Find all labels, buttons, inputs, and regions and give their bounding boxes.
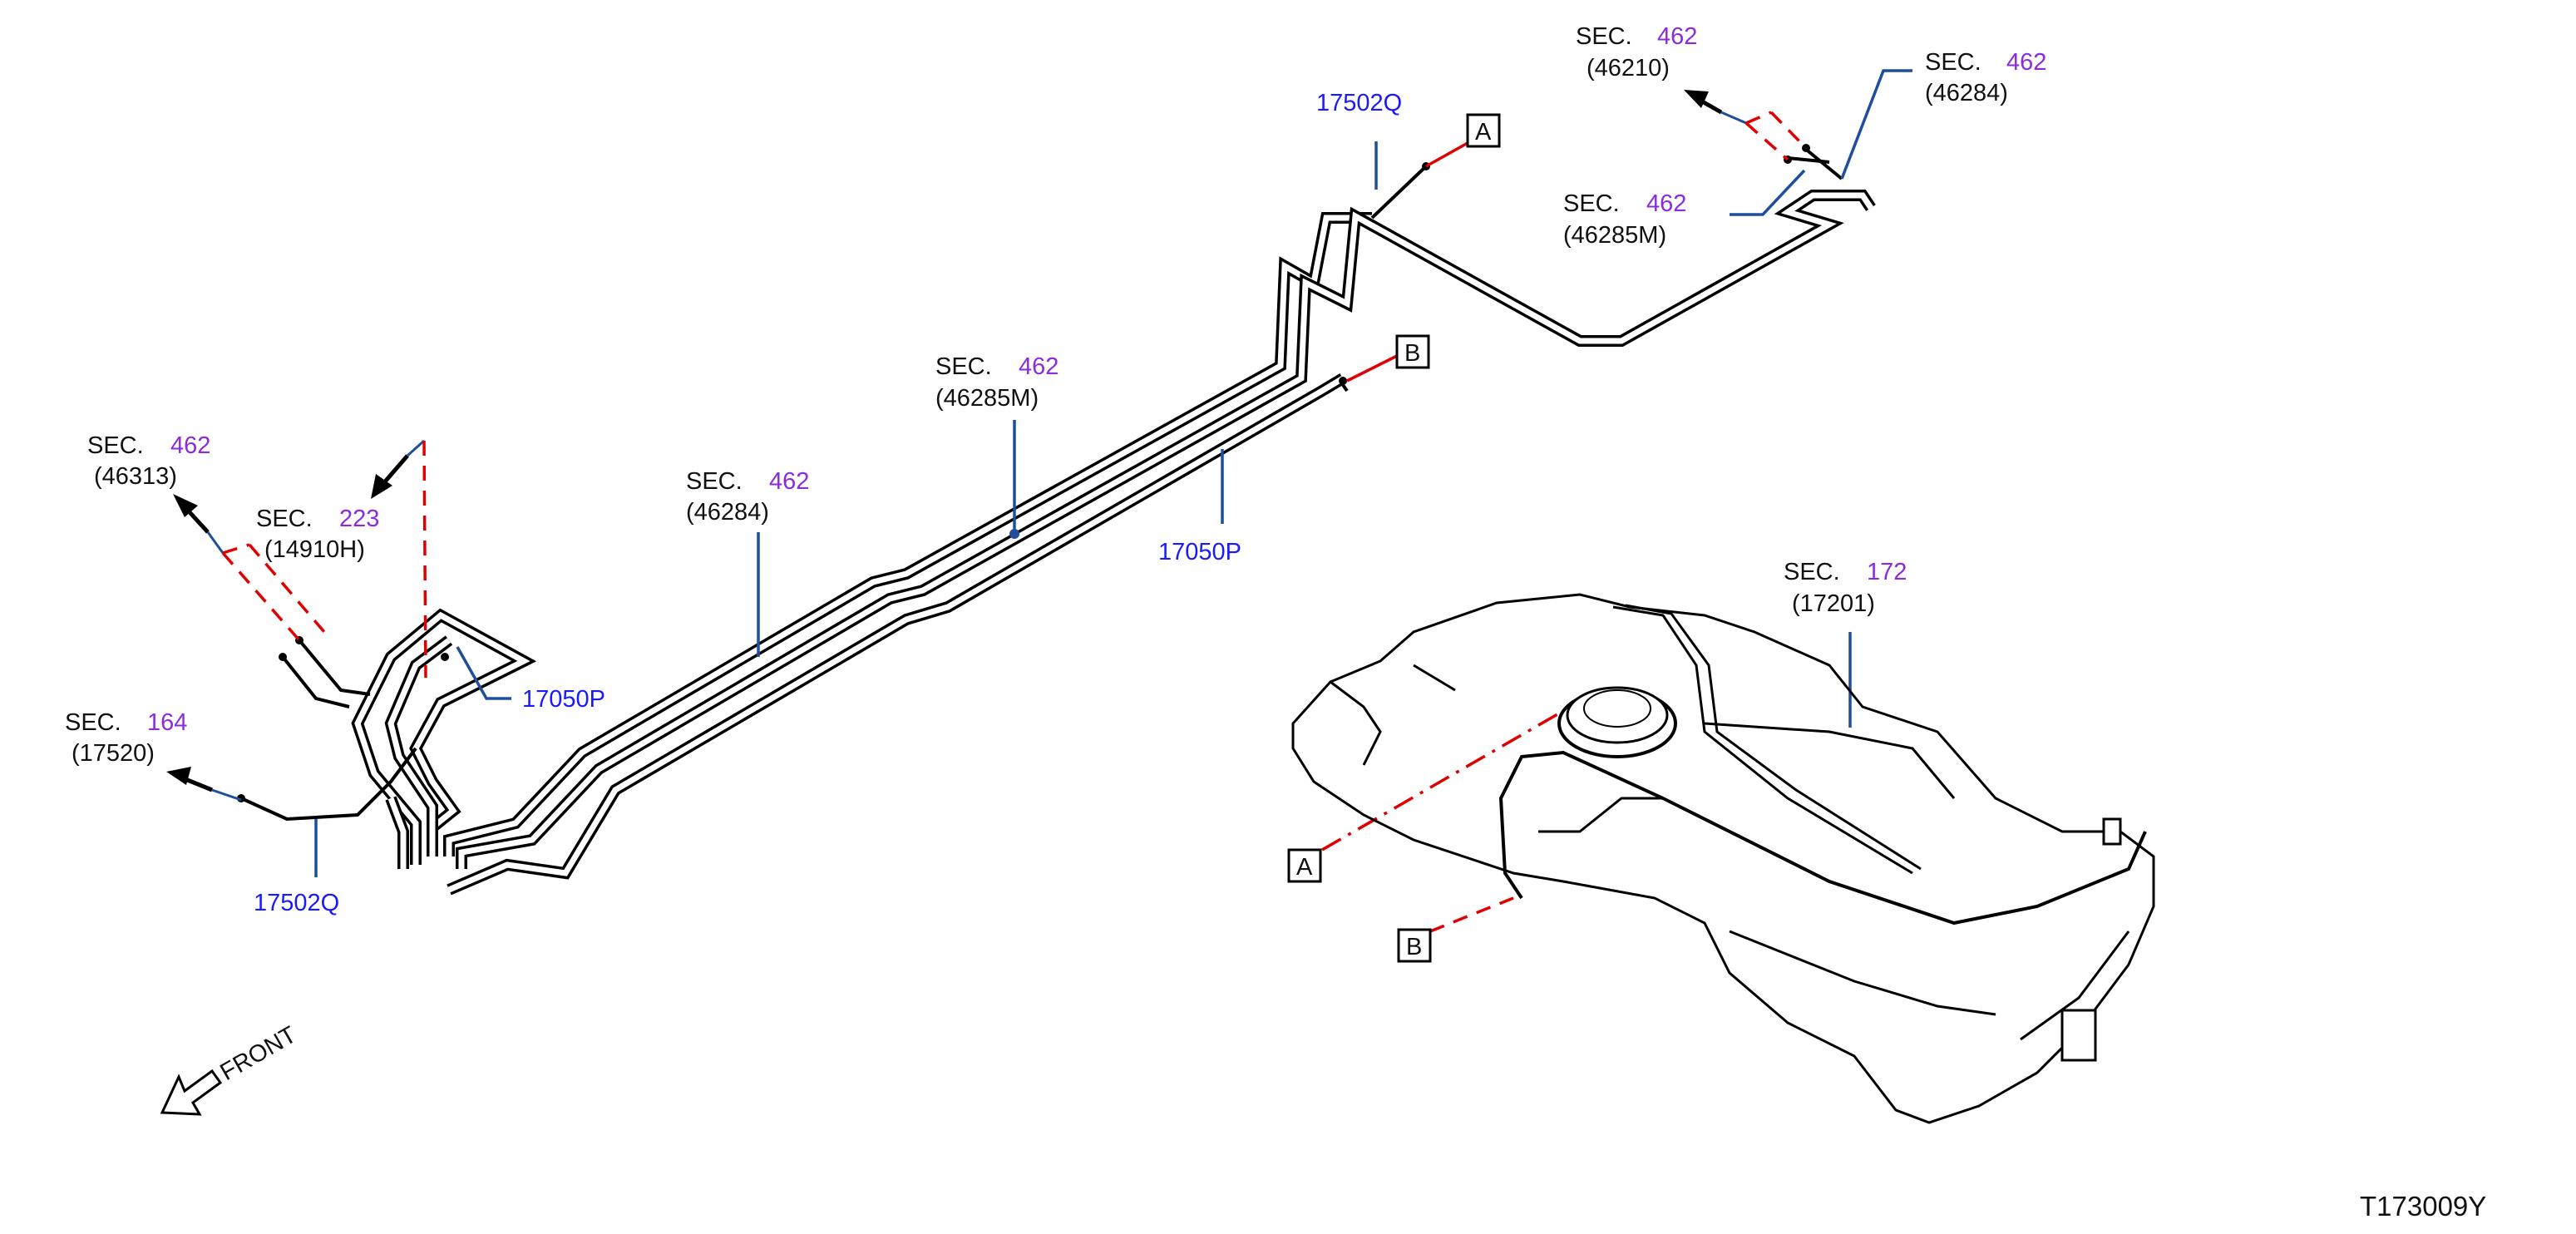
sec-14910h-code: (14910H): [264, 536, 365, 563]
sec-46313-prefix: SEC.: [87, 432, 144, 459]
sec-46210-number: 462: [1657, 23, 1697, 50]
sec-46285m-right-number: 462: [1646, 190, 1686, 217]
direction-arrows: [166, 90, 1747, 802]
sec-46284-left-prefix: SEC.: [686, 468, 743, 495]
sec-17520-prefix: SEC.: [65, 709, 121, 736]
part-17502q-left: 17502Q: [254, 890, 339, 916]
left-branch-tubes: [237, 636, 449, 822]
connector-b-top-box: [1395, 334, 1430, 369]
part-17050p-left: 17050P: [522, 686, 605, 713]
sec-46284-right-code: (46284): [1925, 80, 2008, 106]
leader-lines: [314, 69, 1912, 877]
sec-17520-code: (17520): [72, 740, 155, 767]
sec-46284-left-code: (46284): [686, 499, 769, 526]
part-17050p-mid: 17050P: [1158, 539, 1241, 565]
connector-a-top-box: [1466, 113, 1501, 148]
diagram-reference-code: T173009Y: [2360, 1191, 2486, 1222]
sec-46313-number: 462: [170, 432, 210, 459]
sec-17201-prefix: SEC.: [1784, 559, 1840, 585]
fuel-tank: [1291, 593, 2155, 1124]
connection-lines: [221, 111, 1808, 933]
sec-46284-right-prefix: SEC.: [1925, 49, 1981, 76]
sec-46285m-right-code: (46285M): [1563, 222, 1666, 249]
sec-17201-number: 172: [1867, 559, 1907, 585]
fuel-tube-assembly: [351, 190, 1876, 896]
connector-a-tank-box: [1287, 848, 1322, 883]
sec-17201-code: (17201): [1792, 590, 1875, 617]
pipe-end-connectors: [1339, 144, 1843, 392]
connector-a-top-label: A: [1475, 119, 1492, 146]
sec-46285m-right-prefix: SEC.: [1563, 190, 1620, 217]
section-labels: SEC. 462 (46313) SEC. 223 (14910H) SEC. …: [65, 23, 2046, 767]
sec-14910h-number: 223: [339, 506, 379, 532]
front-arrow-icon: [160, 1069, 223, 1116]
connector-b-tank-label: B: [1406, 934, 1422, 960]
part-17502q-top: 17502Q: [1316, 90, 1402, 116]
front-label: FRONT: [216, 1021, 302, 1086]
sec-46284-left-number: 462: [769, 468, 809, 495]
sec-17520-number: 164: [147, 709, 187, 736]
sec-46285m-mid-prefix: SEC.: [935, 353, 992, 380]
sec-14910h-prefix: SEC.: [256, 506, 313, 532]
part-number-labels: 17050P 17502Q 17502Q 17050P: [254, 90, 1402, 916]
sec-46313-code: (46313): [94, 463, 177, 490]
connector-b-tank-box: [1397, 928, 1432, 963]
connector-boxes: A B A B: [1287, 113, 1501, 963]
sec-46284-right-number: 462: [2006, 49, 2046, 76]
connector-b-top-label: B: [1404, 340, 1420, 367]
sec-46210-code: (46210): [1587, 55, 1670, 81]
connector-a-tank-label: A: [1296, 854, 1313, 881]
sec-46285m-mid-number: 462: [1019, 353, 1059, 380]
front-indicator: FRONT: [160, 1021, 302, 1116]
sec-46210-prefix: SEC.: [1576, 23, 1632, 50]
sec-46285m-mid-code: (46285M): [935, 385, 1039, 412]
